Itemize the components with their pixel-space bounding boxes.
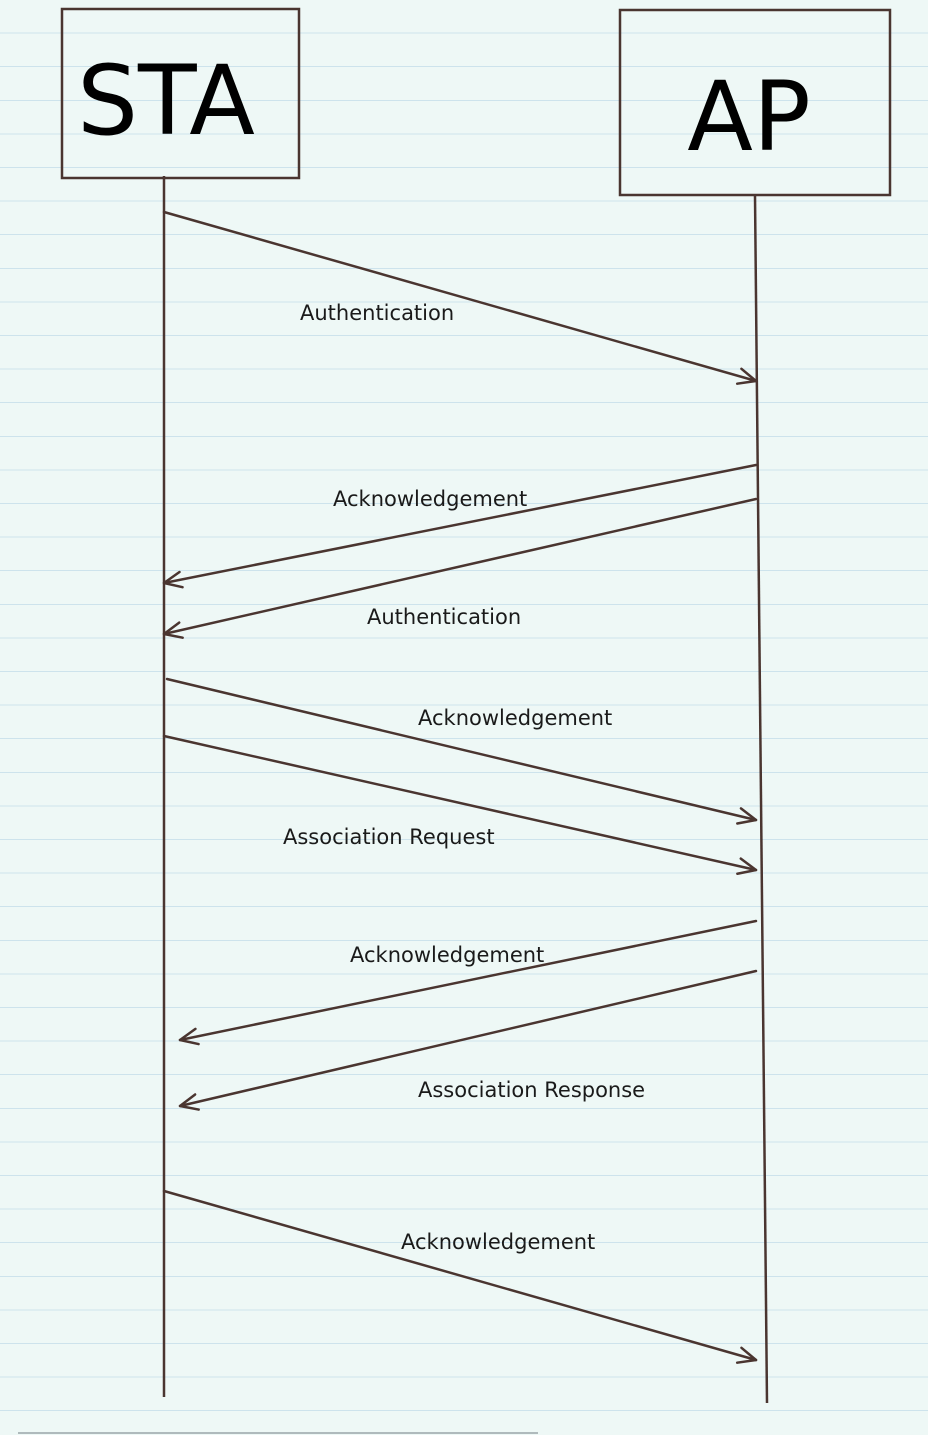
message-label: Authentication xyxy=(367,605,521,629)
message-label: Acknowledgement xyxy=(350,943,544,967)
message-1: Authentication xyxy=(162,210,758,385)
message-arrow-line xyxy=(165,677,758,822)
message-arrow-line xyxy=(162,734,758,872)
message-label: Association Request xyxy=(283,825,495,849)
message-arrow-line xyxy=(162,497,758,636)
message-arrow-line xyxy=(162,210,758,383)
arrowhead-icon xyxy=(735,1346,758,1364)
message-arrow-line xyxy=(178,969,758,1108)
arrowhead-icon xyxy=(178,1027,200,1046)
arrowhead-icon xyxy=(162,621,184,639)
message-arrow-line xyxy=(162,1189,758,1362)
arrowhead-icon xyxy=(736,807,758,825)
ap-entity: AP xyxy=(618,8,892,197)
ap-lifeline xyxy=(753,195,769,1404)
message-label: Association Response xyxy=(418,1078,645,1102)
message-label: Acknowledgement xyxy=(401,1230,595,1254)
message-6: Acknowledgement xyxy=(178,919,758,1046)
message-arrow-line xyxy=(178,919,758,1042)
message-4: Acknowledgement xyxy=(165,677,758,825)
arrowhead-icon xyxy=(735,367,758,385)
message-2: Acknowledgement xyxy=(162,463,758,589)
sta-box xyxy=(60,7,301,180)
message-label: Acknowledgement xyxy=(418,706,612,730)
arrowhead-icon xyxy=(178,1093,200,1111)
ap-label: AP xyxy=(687,61,811,173)
message-arrow-line xyxy=(162,463,758,585)
arrowhead-icon xyxy=(736,857,758,875)
message-5: Association Request xyxy=(162,734,758,875)
arrowhead-icon xyxy=(162,570,184,589)
message-list: AuthenticationAcknowledgementAuthenticat… xyxy=(162,210,758,1364)
ap-box xyxy=(618,8,892,197)
message-7: Association Response xyxy=(178,969,758,1111)
sta-entity: STA xyxy=(60,7,301,180)
message-label: Authentication xyxy=(300,301,454,325)
sta-label: STA xyxy=(77,45,255,157)
message-8: Acknowledgement xyxy=(162,1189,758,1364)
message-3: Authentication xyxy=(162,497,758,639)
message-label: Acknowledgement xyxy=(333,487,527,511)
